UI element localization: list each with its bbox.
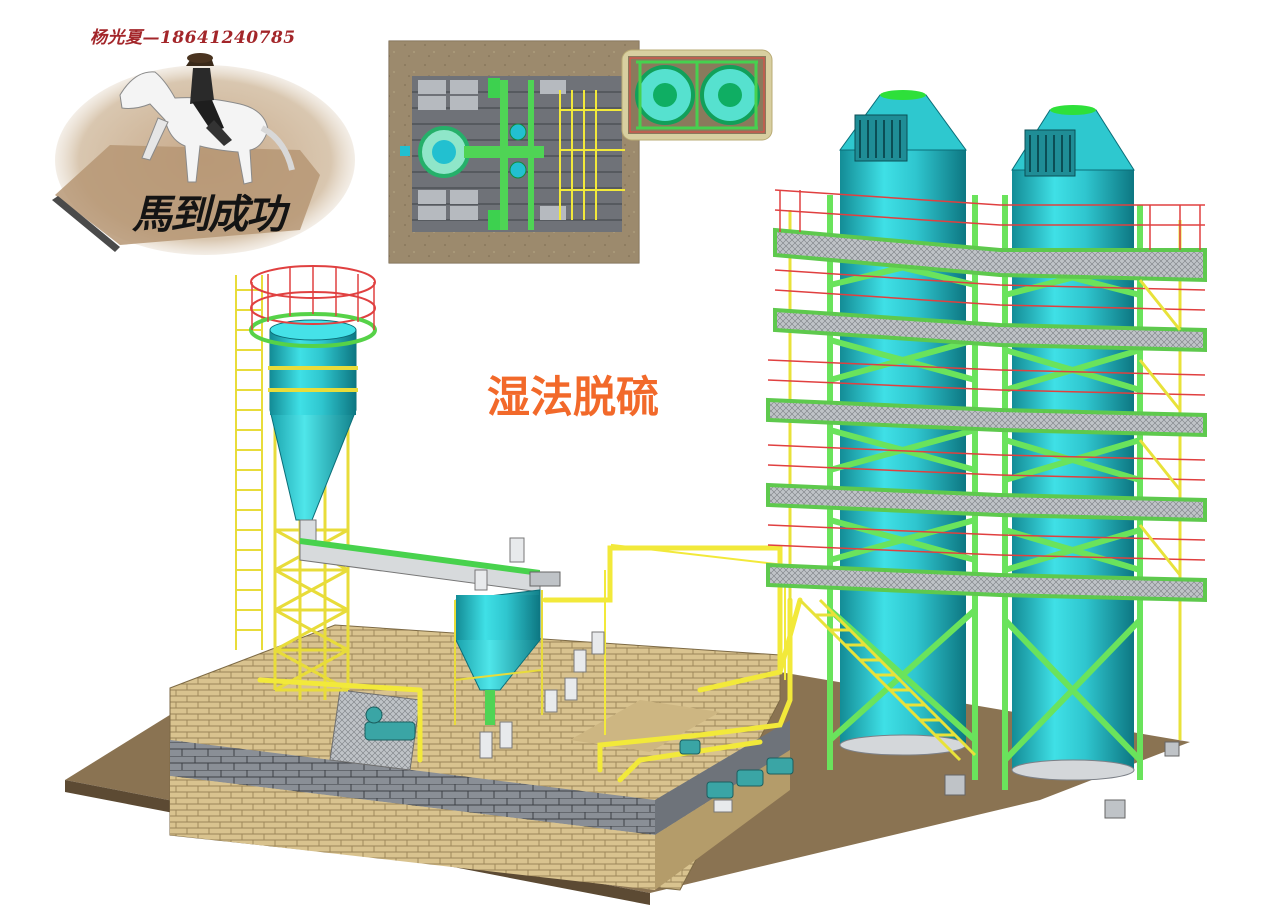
diagram-title: 湿法脱硫 — [487, 373, 659, 423]
tower-steel-frame — [827, 195, 1143, 790]
tower-platforms — [766, 189, 1207, 603]
absorber-tower-right — [1011, 105, 1135, 781]
contact-text: 杨光夏—18641240785 — [90, 28, 296, 48]
plan-view-inset — [388, 40, 773, 264]
thin-piping — [604, 543, 786, 735]
filtrate-tank — [454, 589, 543, 725]
logo-calligraphy: 馬到成功 — [132, 191, 291, 238]
slurry-pumps — [364, 537, 794, 813]
process-piping — [257, 545, 803, 783]
ladder-tower — [235, 275, 263, 650]
tower-staircase — [798, 279, 1182, 762]
logo-horse-image — [52, 53, 355, 255]
tower-anchors — [944, 741, 1180, 819]
